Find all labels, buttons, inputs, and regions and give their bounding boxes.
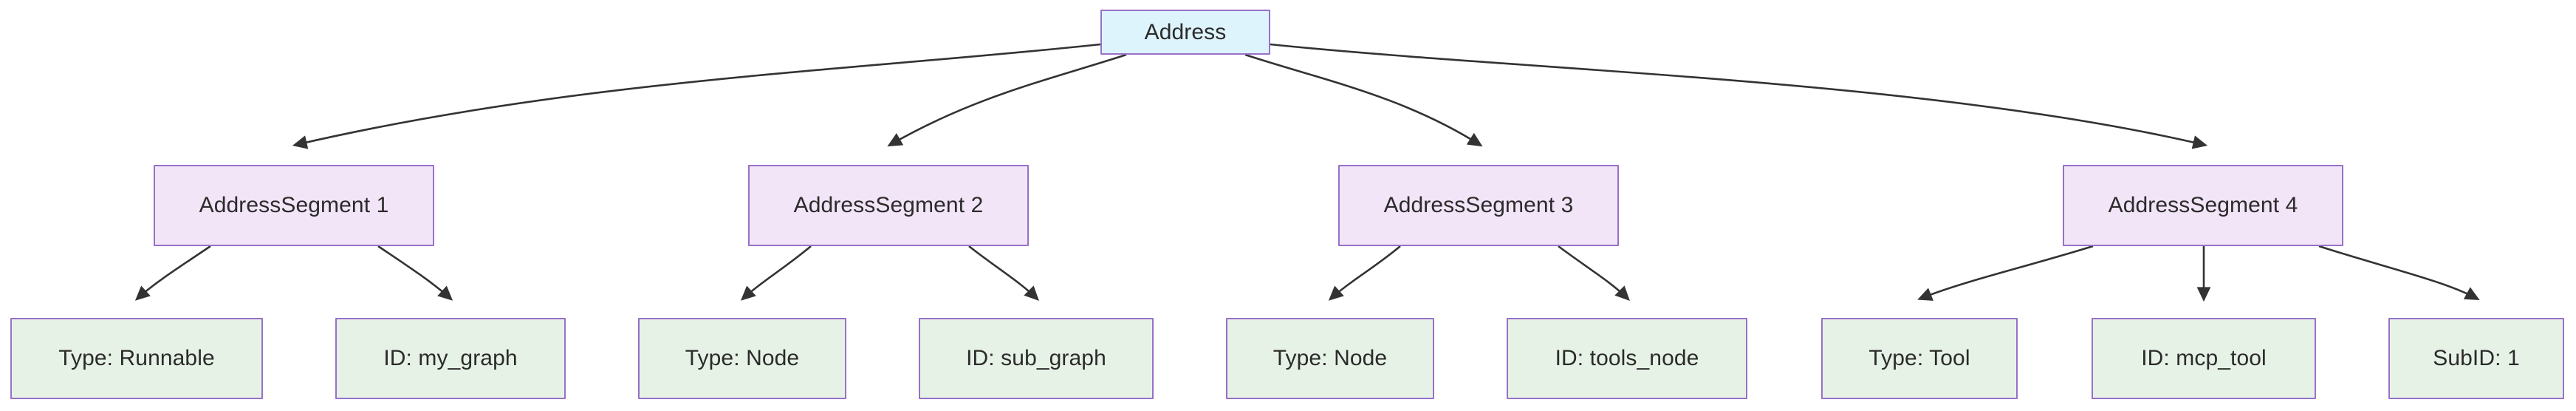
node-label-address-segment-1: AddressSegment 1 [199,193,389,217]
edge [887,53,1127,147]
node-id-mcp-tool[interactable]: ID: mcp_tool [2092,318,2316,399]
edge [1328,245,1401,301]
edge [1558,245,1630,301]
node-id-sub-graph[interactable]: ID: sub_graph [919,318,1154,399]
node-label-id-sub-graph: ID: sub_graph [966,346,1106,370]
node-label-type-node-b: Type: Node [1272,346,1388,370]
edge [2318,245,2480,300]
node-label-type-node-a: Type: Node [685,346,800,370]
edge [134,245,211,301]
edge [740,245,812,301]
edge [292,43,1101,149]
node-label-address-segment-2: AddressSegment 2 [793,193,984,217]
node-id-tools-node[interactable]: ID: tools_node [1507,318,1747,399]
node-address-segment-2[interactable]: AddressSegment 2 [748,165,1029,246]
node-label-id-mcp-tool: ID: mcp_tool [2141,346,2267,370]
node-label-id-tools-node: ID: tools_node [1555,346,1699,370]
node-id-my-graph[interactable]: ID: my_graph [335,318,566,399]
edge [1244,53,1483,147]
node-address-segment-3[interactable]: AddressSegment 3 [1338,165,1619,246]
node-label-type-runnable: Type: Runnable [58,346,215,370]
edge [968,245,1039,301]
node-address-segment-1[interactable]: AddressSegment 1 [154,165,434,246]
node-label-address: Address [1144,19,1227,44]
node-address-segment-4[interactable]: AddressSegment 4 [2063,165,2343,246]
node-label-subid-1: SubID: 1 [2433,346,2520,370]
node-subid-1[interactable]: SubID: 1 [2388,318,2564,399]
edge [377,245,453,301]
node-label-address-segment-3: AddressSegment 3 [1383,193,1574,217]
node-type-node-b[interactable]: Type: Node [1226,318,1434,399]
node-label-address-segment-4: AddressSegment 4 [2108,193,2298,217]
node-label-id-my-graph: ID: my_graph [383,346,518,370]
node-type-tool[interactable]: Type: Tool [1821,318,2018,399]
edge [1917,245,2094,301]
node-label-type-tool: Type: Tool [1868,346,1970,370]
edge [1270,43,2208,149]
node-type-runnable[interactable]: Type: Runnable [10,318,263,399]
node-type-node-a[interactable]: Type: Node [638,318,846,399]
node-address[interactable]: Address [1100,10,1270,55]
